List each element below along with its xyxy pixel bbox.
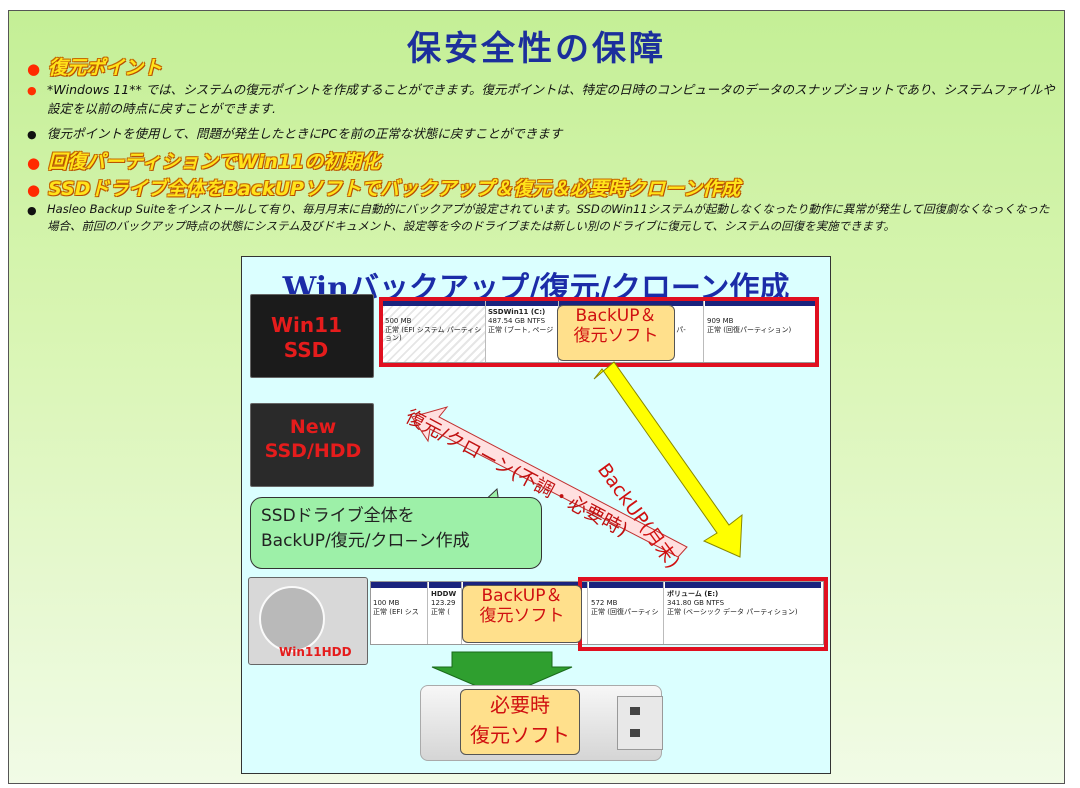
paragraph-text: Hasleo Backup Suiteをインストールして有り、毎月月末に自動的に… (47, 202, 1050, 233)
bullet-icon: ● (27, 154, 41, 172)
ssd-label: Win11 SSD (271, 313, 342, 362)
bullet-paragraph-2: ● 復元ポイントを使用して、問題が発生したときにPCを前の正常な状態に戻すことが… (27, 125, 1057, 144)
heading-recovery-partition: ● 回復パーティションでWin11の初期化 (27, 147, 380, 174)
paragraph-text: *Windows 11** では、システムの復元ポイントを作成することができます… (47, 82, 1055, 116)
usb-note: 必要時 復元ソフト (460, 689, 580, 755)
new-ssd-label: New SSD/HDD (264, 416, 362, 462)
bullet-icon: ● (27, 181, 41, 199)
backup-arrow (593, 361, 743, 558)
hdd-image: Win11HDD (248, 577, 368, 665)
restore-arrow (411, 406, 688, 558)
heading-ssd-backup: ● SSDドライブ全体をBackUPソフトでバックアップ＆復元＆必要時クローン作成 (27, 174, 740, 201)
heading-text: SSDドライブ全体をBackUPソフトでバックアップ＆復元＆必要時クローン作成 (48, 178, 741, 200)
ssd-drive-image: Win11 SSD (250, 294, 374, 378)
backup-software-note: BackUP＆ 復元ソフト (557, 305, 675, 361)
hdd-label: Win11HDD (279, 645, 352, 659)
backup-diagram: Winバックアップ/復元/クローン作成 Win11 SSD New SSD/HD… (241, 256, 831, 774)
page-title: 保安全性の保障 (407, 29, 666, 69)
heading-text: 復元ポイント (48, 57, 163, 79)
partition-middle: タ パ- (559, 300, 704, 362)
bullet-icon: ● (27, 128, 37, 141)
callout-box: SSDドライブ全体を BackUP/復元/クロ−ン作成 (250, 497, 542, 569)
backup-software-note: BackUP＆ 復元ソフト (462, 585, 582, 643)
bullet-paragraph-1: ● *Windows 11** では、システムの復元ポイントを作成することができ… (27, 81, 1057, 119)
bullet-icon: ● (27, 204, 37, 217)
new-ssd-image: New SSD/HDD (250, 403, 374, 487)
usb-connector (617, 696, 663, 750)
highlight-box (578, 577, 828, 651)
heading-text: 回復パーティションでWin11の初期化 (48, 151, 381, 173)
paragraph-text: 復元ポイントを使用して、問題が発生したときにPCを前の正常な状態に戻すことができ… (47, 126, 563, 141)
highlight-box (379, 297, 819, 367)
hdd-platter (259, 586, 325, 652)
slide: 保安全性の保障 ● 復元ポイント ● *Windows 11** では、システムの… (8, 10, 1065, 784)
bullet-icon: ● (27, 60, 41, 78)
heading-restore-point: ● 復元ポイント (27, 53, 162, 80)
bullet-paragraph-3: ● Hasleo Backup Suiteをインストールして有り、毎月月末に自動… (27, 201, 1057, 234)
down-arrow (431, 651, 573, 698)
bullet-icon: ● (27, 84, 37, 97)
